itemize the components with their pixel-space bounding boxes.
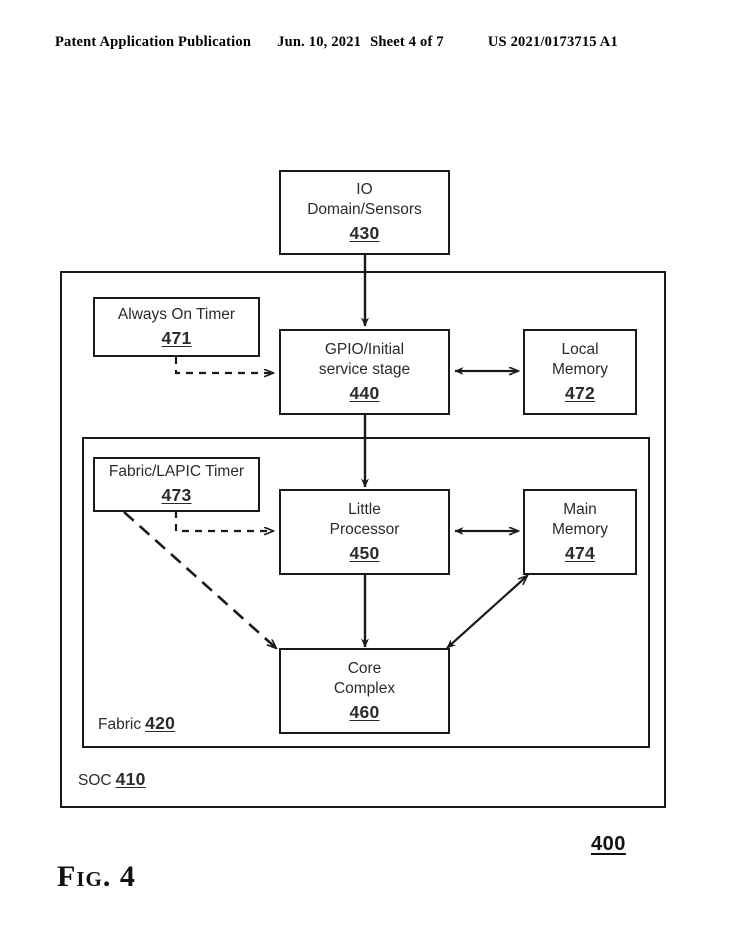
soc-label-text: SOC	[78, 772, 112, 789]
publication-date: Jun. 10, 2021	[277, 34, 362, 50]
fabric-label-text: Fabric	[98, 716, 142, 733]
fabric-label-ref: 420	[145, 713, 176, 733]
node-little-processor-ref: 450	[349, 542, 380, 563]
node-main-memory-ref: 474	[564, 542, 596, 563]
node-little-processor-label: Little Processor	[329, 500, 400, 538]
node-fabric-lapic-timer[interactable]: Fabric/LAPIC Timer 473	[93, 457, 260, 512]
node-gpio-initial-service-stage[interactable]: GPIO/Initial service stage 440	[279, 329, 450, 415]
node-local-memory[interactable]: Local Memory 472	[523, 329, 637, 415]
node-core-complex-ref: 460	[349, 701, 380, 722]
connector-lapic-timer-to-core-complex	[123, 511, 276, 648]
node-local-memory-ref: 472	[564, 382, 596, 403]
node-gpio-initial-service-stage-label: GPIO/Initial service stage	[318, 340, 411, 378]
figure-caption: Fig. 4	[57, 860, 136, 893]
publication-type: Patent Application Publication	[55, 34, 252, 50]
node-io-domain-sensors-ref: 430	[349, 223, 380, 244]
node-io-domain-sensors[interactable]: IO Domain/Sensors 430	[279, 170, 450, 255]
node-always-on-timer-label: Always On Timer	[117, 305, 236, 323]
node-fabric-lapic-timer-label: Fabric/LAPIC Timer	[108, 463, 245, 481]
node-main-memory[interactable]: Main Memory 474	[523, 489, 637, 575]
connector-lapic-timer-to-little-processor	[174, 511, 273, 531]
patent-number: US 2021/0173715 A1	[487, 34, 618, 50]
node-core-complex[interactable]: Core Complex 460	[279, 648, 450, 734]
connector-always-on-timer-to-gpio	[174, 357, 273, 373]
node-fabric-lapic-timer-ref: 473	[161, 485, 192, 506]
node-little-processor[interactable]: Little Processor 450	[279, 489, 450, 575]
page-header: Patent Application Publication Jun. 10, …	[55, 34, 680, 56]
node-core-complex-label: Core Complex	[333, 659, 396, 697]
soc-label-ref: 410	[115, 769, 146, 789]
fabric-container	[82, 437, 650, 748]
soc-container	[60, 271, 666, 808]
node-main-memory-label: Main Memory	[552, 500, 608, 538]
sheet-number: Sheet 4 of 7	[370, 34, 444, 50]
node-io-domain-sensors-label: IO Domain/Sensors	[307, 181, 422, 219]
node-always-on-timer-ref: 471	[161, 327, 192, 348]
connector-core-complex-to-main-memory	[446, 576, 527, 649]
node-local-memory-label: Local Memory	[552, 340, 608, 378]
node-gpio-initial-service-stage-ref: 440	[349, 382, 380, 403]
figure-reference-number: 400	[591, 833, 626, 855]
node-always-on-timer[interactable]: Always On Timer 471	[93, 297, 260, 357]
